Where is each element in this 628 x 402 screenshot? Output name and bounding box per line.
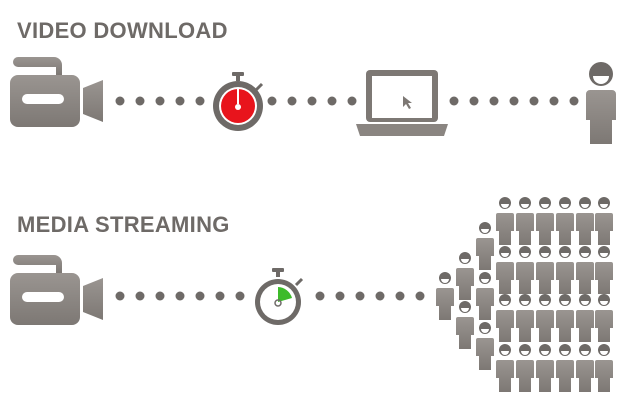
dot [549, 96, 559, 106]
person-icon [556, 344, 574, 392]
person-icon [496, 344, 514, 392]
dot [449, 96, 459, 106]
dot [529, 96, 539, 106]
person-icon [536, 344, 554, 392]
dot [347, 96, 357, 106]
person-icon [595, 197, 613, 245]
person-icon [556, 294, 574, 342]
person-icon [595, 344, 613, 392]
user-icon [586, 62, 616, 144]
person-icon [496, 294, 514, 342]
dot [155, 291, 165, 301]
video-download-title: VIDEO DOWNLOAD [17, 18, 228, 43]
dot [315, 291, 325, 301]
dot [509, 96, 519, 106]
person-icon [595, 246, 613, 294]
video-camera-icon [10, 255, 103, 325]
dot [415, 291, 425, 301]
person-icon [476, 222, 494, 270]
dot [215, 291, 225, 301]
person-icon [536, 294, 554, 342]
dot [287, 96, 297, 106]
person-icon [576, 197, 594, 245]
dot [569, 96, 579, 106]
dot [235, 291, 245, 301]
person-icon [536, 246, 554, 294]
person-icon [516, 197, 534, 245]
person-icon [556, 246, 574, 294]
dot [335, 291, 345, 301]
person-icon [496, 246, 514, 294]
person-icon [456, 301, 474, 349]
dot [115, 96, 125, 106]
person-icon [595, 294, 613, 342]
dot [135, 291, 145, 301]
dotted-connector [115, 96, 579, 106]
dot [395, 291, 405, 301]
person-icon [436, 272, 454, 320]
stopwatch-green-icon [255, 268, 304, 325]
dot [175, 96, 185, 106]
person-icon [556, 197, 574, 245]
person-icon [516, 294, 534, 342]
cursor-icon [403, 96, 412, 109]
person-icon [476, 322, 494, 370]
person-icon [476, 272, 494, 320]
dot [489, 96, 499, 106]
person-icon [456, 252, 474, 300]
dot [469, 96, 479, 106]
dot [307, 96, 317, 106]
dot [155, 96, 165, 106]
dotted-connector [115, 291, 425, 301]
stopwatch-red-icon [213, 72, 264, 131]
video-camera-icon [10, 57, 103, 127]
dot [355, 291, 365, 301]
dot [175, 291, 185, 301]
dot [195, 291, 205, 301]
person-icon [496, 197, 514, 245]
laptop-icon [356, 70, 448, 136]
media-streaming-title: MEDIA STREAMING [17, 212, 230, 237]
person-icon [516, 344, 534, 392]
dot [135, 96, 145, 106]
person-icon [576, 294, 594, 342]
person-icon [516, 246, 534, 294]
crowd [436, 197, 613, 392]
person-icon [536, 197, 554, 245]
dot [375, 291, 385, 301]
dot [195, 96, 205, 106]
person-icon [576, 246, 594, 294]
dot [267, 96, 277, 106]
dot [327, 96, 337, 106]
dot [115, 291, 125, 301]
person-icon [576, 344, 594, 392]
